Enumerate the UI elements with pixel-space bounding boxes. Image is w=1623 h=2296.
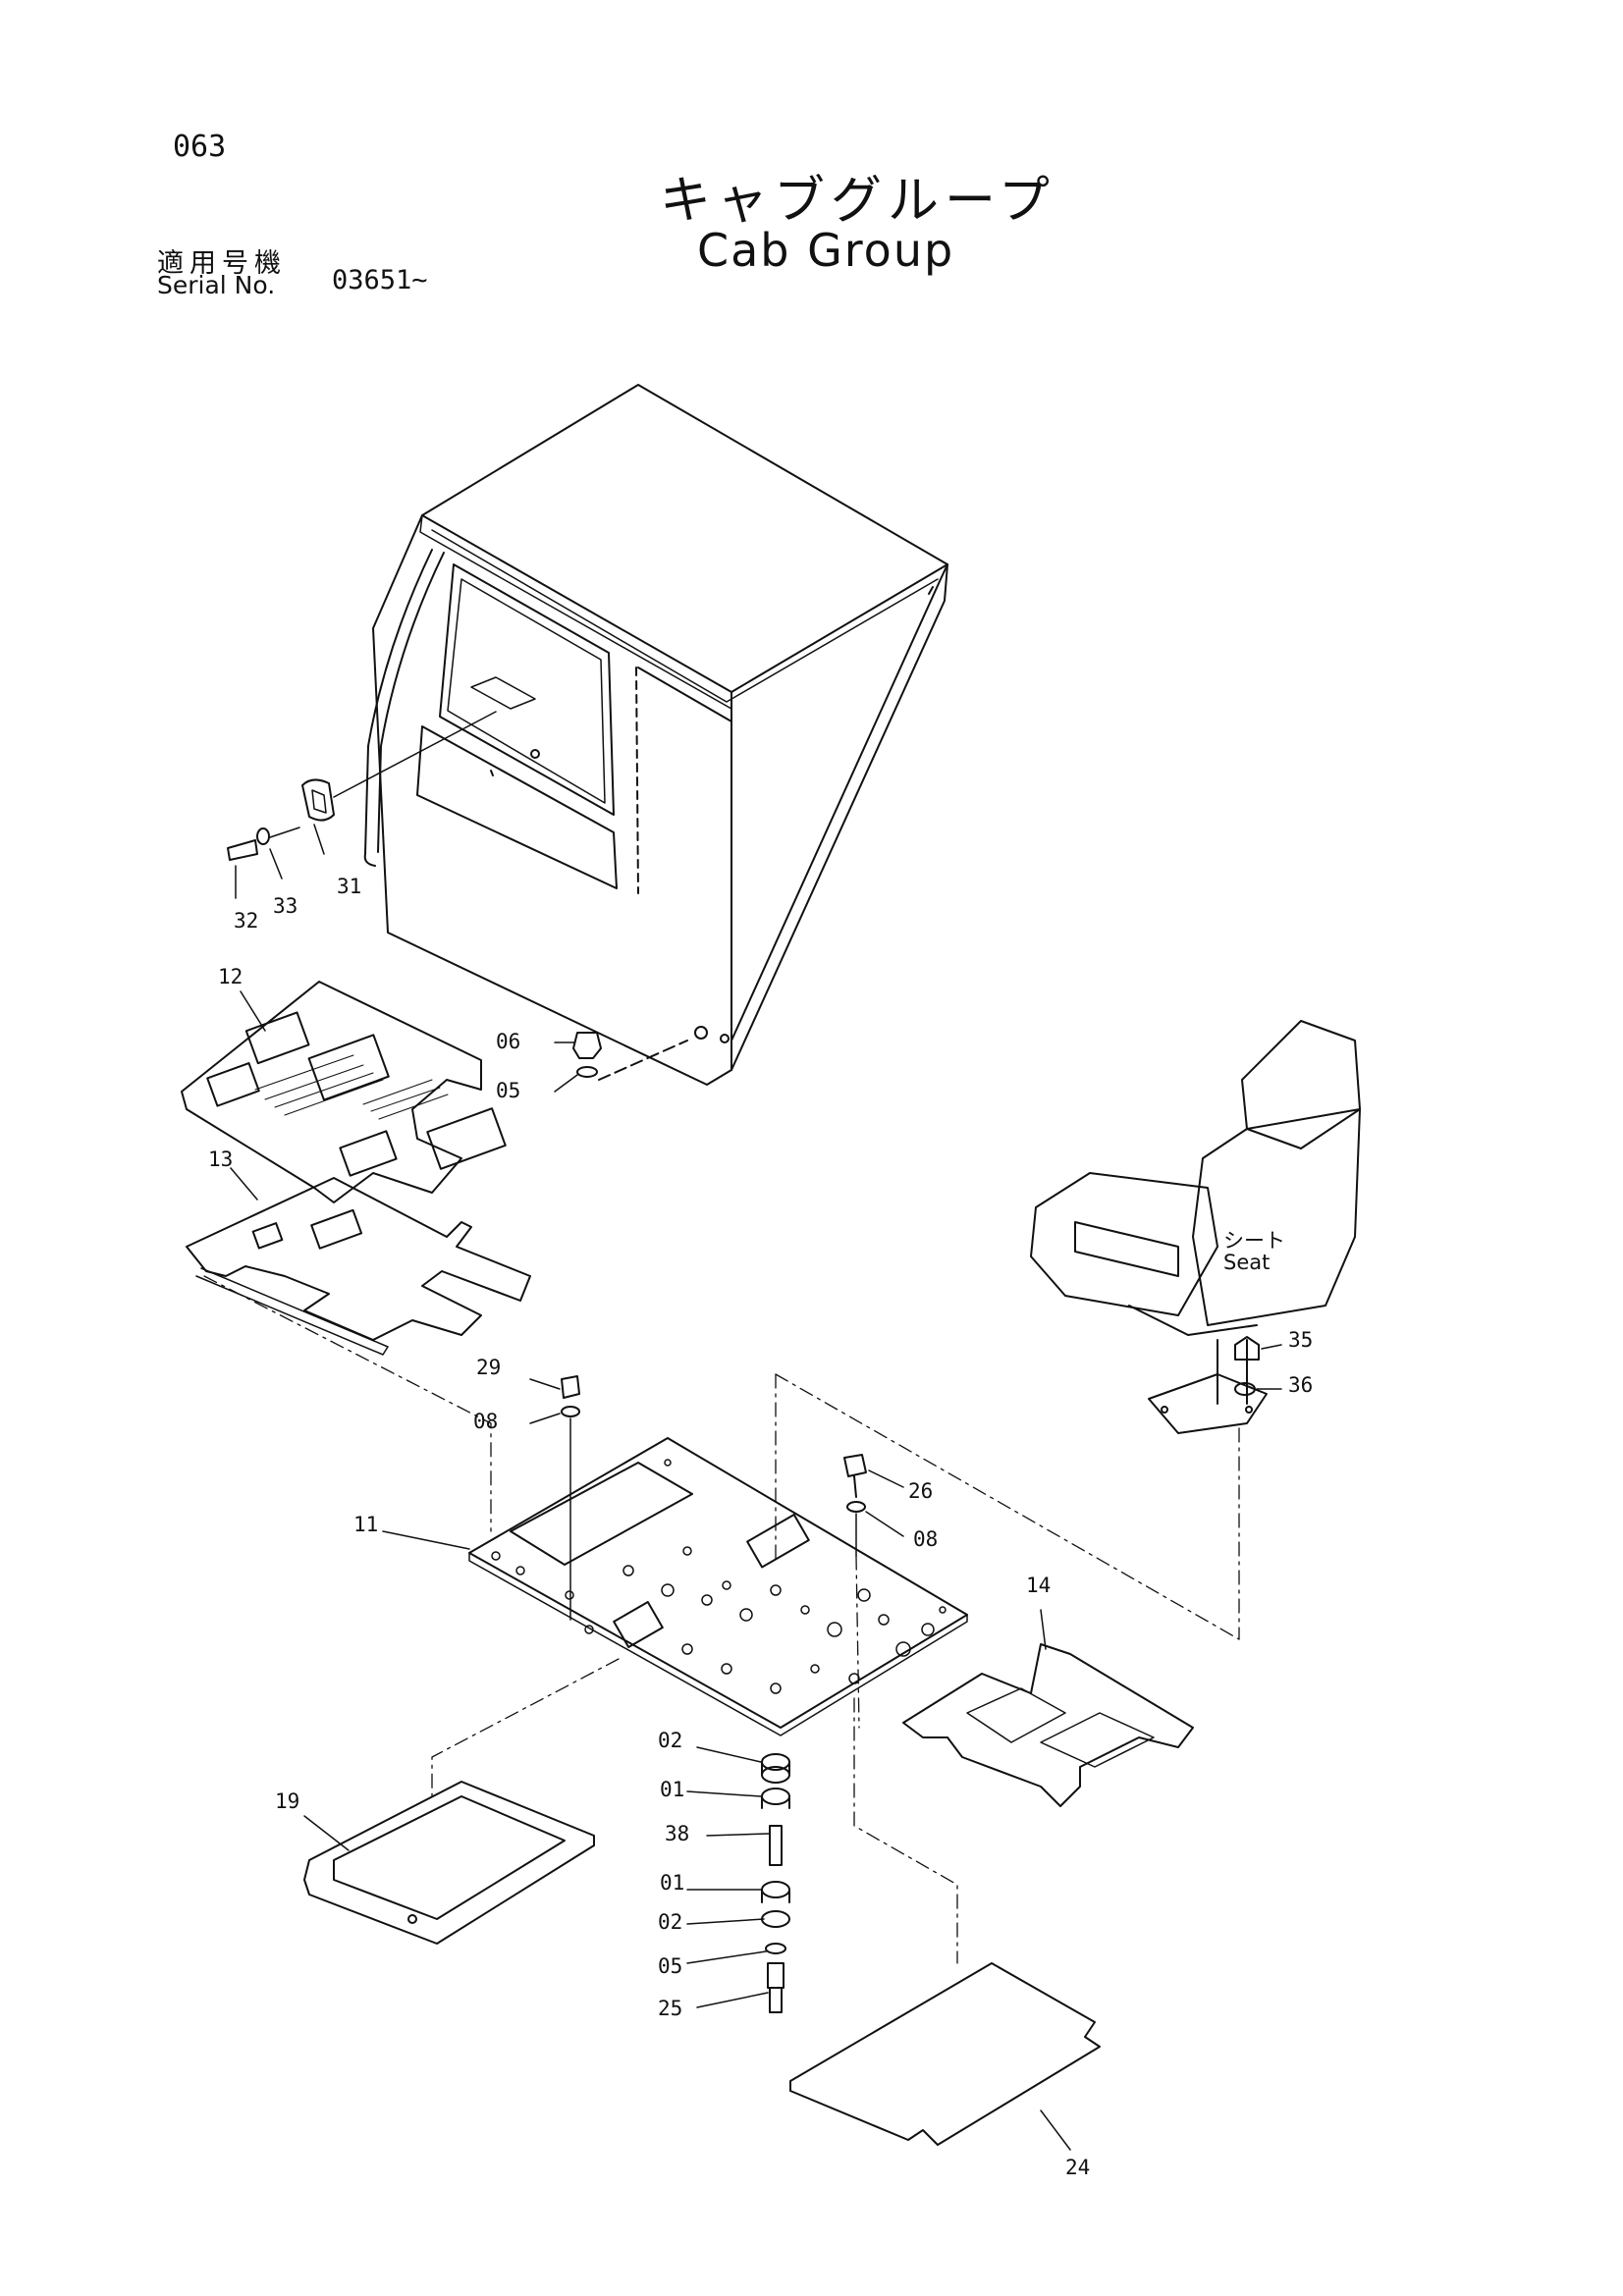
part-number: 38 bbox=[665, 1822, 689, 1845]
mat-24 bbox=[789, 1962, 1101, 2146]
part-number: 33 bbox=[273, 894, 298, 918]
floor-plate-13 bbox=[186, 1177, 531, 1356]
callout-leaders bbox=[230, 824, 1282, 2151]
operator-seat bbox=[1030, 1020, 1361, 1434]
mount-stack bbox=[761, 1753, 790, 2013]
part-number: 25 bbox=[658, 1997, 682, 2020]
part-number: 01 bbox=[660, 1871, 684, 1895]
part-number: 05 bbox=[658, 1954, 682, 1978]
title-english: Cab Group bbox=[697, 224, 955, 277]
part-number: 24 bbox=[1065, 2156, 1090, 2179]
part-number: 19 bbox=[275, 1789, 299, 1813]
part-number: 06 bbox=[496, 1030, 520, 1053]
lamp-assembly bbox=[227, 711, 497, 861]
floor-mat-14 bbox=[902, 1643, 1194, 1807]
cab-body bbox=[363, 384, 948, 1086]
serial-number-value: 03651~ bbox=[332, 265, 428, 295]
page-number: 063 bbox=[173, 130, 227, 164]
nut-washer-06-05 bbox=[572, 1032, 688, 1081]
title-japanese: キャブグループ bbox=[660, 172, 1055, 231]
main-floor-plate bbox=[468, 1437, 968, 1736]
serial-label-japanese: 適用号機 bbox=[157, 248, 287, 279]
part-number: 08 bbox=[913, 1527, 938, 1551]
part-number: 01 bbox=[660, 1778, 684, 1801]
part-number: 35 bbox=[1288, 1328, 1313, 1352]
part-number: 29 bbox=[476, 1356, 501, 1379]
part-number: 12 bbox=[218, 965, 243, 988]
part-number: 13 bbox=[208, 1148, 233, 1171]
part-number: 14 bbox=[1026, 1574, 1051, 1597]
part-number: 08 bbox=[473, 1410, 498, 1433]
part-number: 02 bbox=[658, 1729, 682, 1752]
bolt-29-08 bbox=[561, 1375, 580, 1621]
part-number: 32 bbox=[234, 909, 258, 933]
floor-mat-upper bbox=[181, 981, 507, 1203]
part-number: 31 bbox=[337, 875, 361, 898]
bolt-26-08 bbox=[843, 1454, 867, 1557]
part-number: 26 bbox=[908, 1479, 933, 1503]
part-number: 11 bbox=[353, 1513, 378, 1536]
part-number: 02 bbox=[658, 1910, 682, 1934]
seat-label-english: Seat bbox=[1223, 1251, 1271, 1274]
seat-label-japanese: シート bbox=[1223, 1229, 1285, 1253]
part-number: 36 bbox=[1288, 1373, 1313, 1397]
serial-label-english: Serial No. bbox=[157, 271, 276, 299]
part-number-labels: 31 32 33 12 06 05 13 29 08 11 26 08 35 3… bbox=[208, 875, 1313, 2179]
assembly-lines bbox=[203, 1275, 1240, 1964]
panel-19 bbox=[303, 1781, 595, 1945]
part-number: 05 bbox=[496, 1079, 520, 1102]
